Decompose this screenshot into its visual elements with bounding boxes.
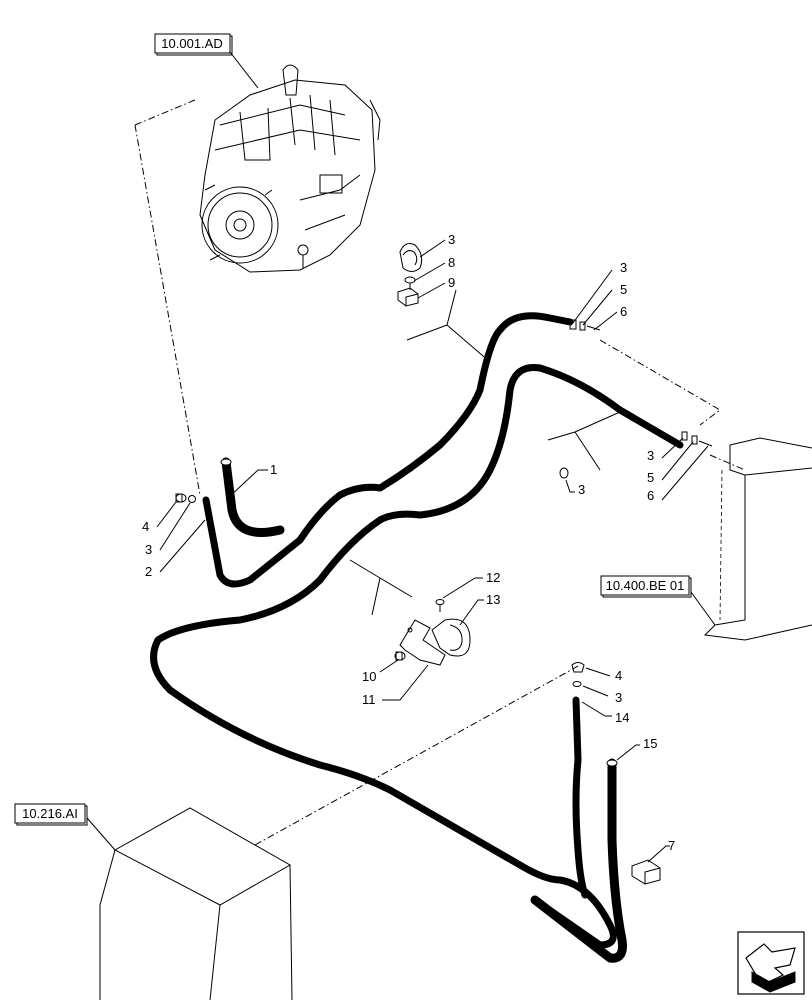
- svg-text:6: 6: [647, 488, 654, 503]
- fuel-tank-icon: [99, 807, 293, 1000]
- clamp-loose-icon[interactable]: [559, 467, 569, 479]
- callout-5-upper-right[interactable]: 5: [582, 282, 627, 326]
- fitting-upper-icon[interactable]: [569, 319, 601, 331]
- radiator-reference-box[interactable]: 10.400.BE 01: [600, 575, 692, 598]
- hose-clip-icon[interactable]: [431, 618, 471, 657]
- callout-5-mid-right[interactable]: 5: [647, 441, 694, 485]
- svg-text:13: 13: [486, 592, 500, 607]
- tank-reference-label: 10.216.AI: [22, 806, 78, 821]
- callout-8[interactable]: 8: [413, 255, 455, 282]
- callout-3-loose[interactable]: 3: [565, 479, 585, 497]
- engine-reference-box[interactable]: 10.001.AD: [154, 33, 233, 56]
- hose-14[interactable]: [572, 696, 589, 899]
- svg-text:4: 4: [615, 668, 622, 683]
- callout-3-mid-right[interactable]: 3: [647, 437, 684, 463]
- callout-2[interactable]: 2: [145, 519, 206, 579]
- svg-text:7: 7: [668, 838, 675, 853]
- svg-text:3: 3: [647, 448, 654, 463]
- svg-text:9: 9: [448, 275, 455, 290]
- cap-icon[interactable]: [175, 493, 187, 503]
- radiator-reference-label: 10.400.BE 01: [606, 578, 685, 593]
- hose-15[interactable]: [530, 758, 627, 963]
- tank-reference-box[interactable]: 10.216.AI: [14, 803, 88, 826]
- svg-text:12: 12: [486, 570, 500, 585]
- callout-10[interactable]: 10: [362, 659, 399, 684]
- engine-icon: [199, 64, 381, 273]
- svg-text:2: 2: [145, 564, 152, 579]
- svg-text:11: 11: [362, 692, 376, 707]
- hose-main-lower[interactable]: [150, 363, 684, 949]
- callout-4-left[interactable]: 4: [142, 501, 177, 534]
- clip-lower-icon[interactable]: [631, 859, 661, 885]
- engine-reference-label: 10.001.AD: [161, 36, 222, 51]
- hose-2[interactable]: [202, 312, 574, 588]
- svg-text:3: 3: [448, 232, 455, 247]
- svg-text:8: 8: [448, 255, 455, 270]
- svg-text:3: 3: [615, 690, 622, 705]
- callout-15[interactable]: 15: [616, 736, 657, 761]
- svg-text:6: 6: [620, 304, 627, 319]
- svg-text:10: 10: [362, 669, 376, 684]
- callout-12[interactable]: 12: [442, 570, 500, 599]
- callout-6-mid-right[interactable]: 6: [647, 445, 709, 503]
- radiator-icon: [703, 437, 812, 641]
- callout-7[interactable]: 7: [647, 838, 675, 863]
- svg-text:5: 5: [647, 470, 654, 485]
- callout-3-upper-right[interactable]: 3: [572, 260, 627, 324]
- callout-14[interactable]: 14: [581, 701, 629, 725]
- svg-text:3: 3: [578, 482, 585, 497]
- callout-13[interactable]: 13: [459, 592, 500, 626]
- callout-1[interactable]: 1: [227, 462, 277, 499]
- hose-1[interactable]: [220, 457, 285, 537]
- callout-3-lower[interactable]: 3: [582, 685, 622, 705]
- arrow-nav-icon[interactable]: [737, 931, 805, 995]
- nut-icon[interactable]: [394, 651, 406, 661]
- svg-text:15: 15: [643, 736, 657, 751]
- svg-text:3: 3: [620, 260, 627, 275]
- callout-11[interactable]: 11: [362, 664, 429, 707]
- hose-clamp-icon[interactable]: [399, 243, 423, 272]
- bracket-icon[interactable]: [399, 619, 446, 666]
- callout-9[interactable]: 9: [417, 275, 455, 299]
- svg-text:5: 5: [620, 282, 627, 297]
- svg-text:14: 14: [615, 710, 629, 725]
- callout-3-top[interactable]: 3: [419, 232, 455, 258]
- fitting-lower-icon[interactable]: [681, 431, 713, 447]
- clamp-small-icon[interactable]: [188, 495, 196, 503]
- bolt-icon[interactable]: [435, 599, 445, 613]
- clip-icon[interactable]: [397, 287, 419, 307]
- svg-text:4: 4: [142, 519, 149, 534]
- callout-6-upper-right[interactable]: 6: [593, 304, 627, 331]
- svg-text:1: 1: [270, 462, 277, 477]
- clamp-lower-icon[interactable]: [572, 681, 582, 687]
- svg-text:3: 3: [145, 542, 152, 557]
- callout-4-lower[interactable]: 4: [585, 667, 622, 683]
- callout-3-left[interactable]: 3: [145, 502, 191, 557]
- cap-lower-icon[interactable]: [571, 662, 585, 673]
